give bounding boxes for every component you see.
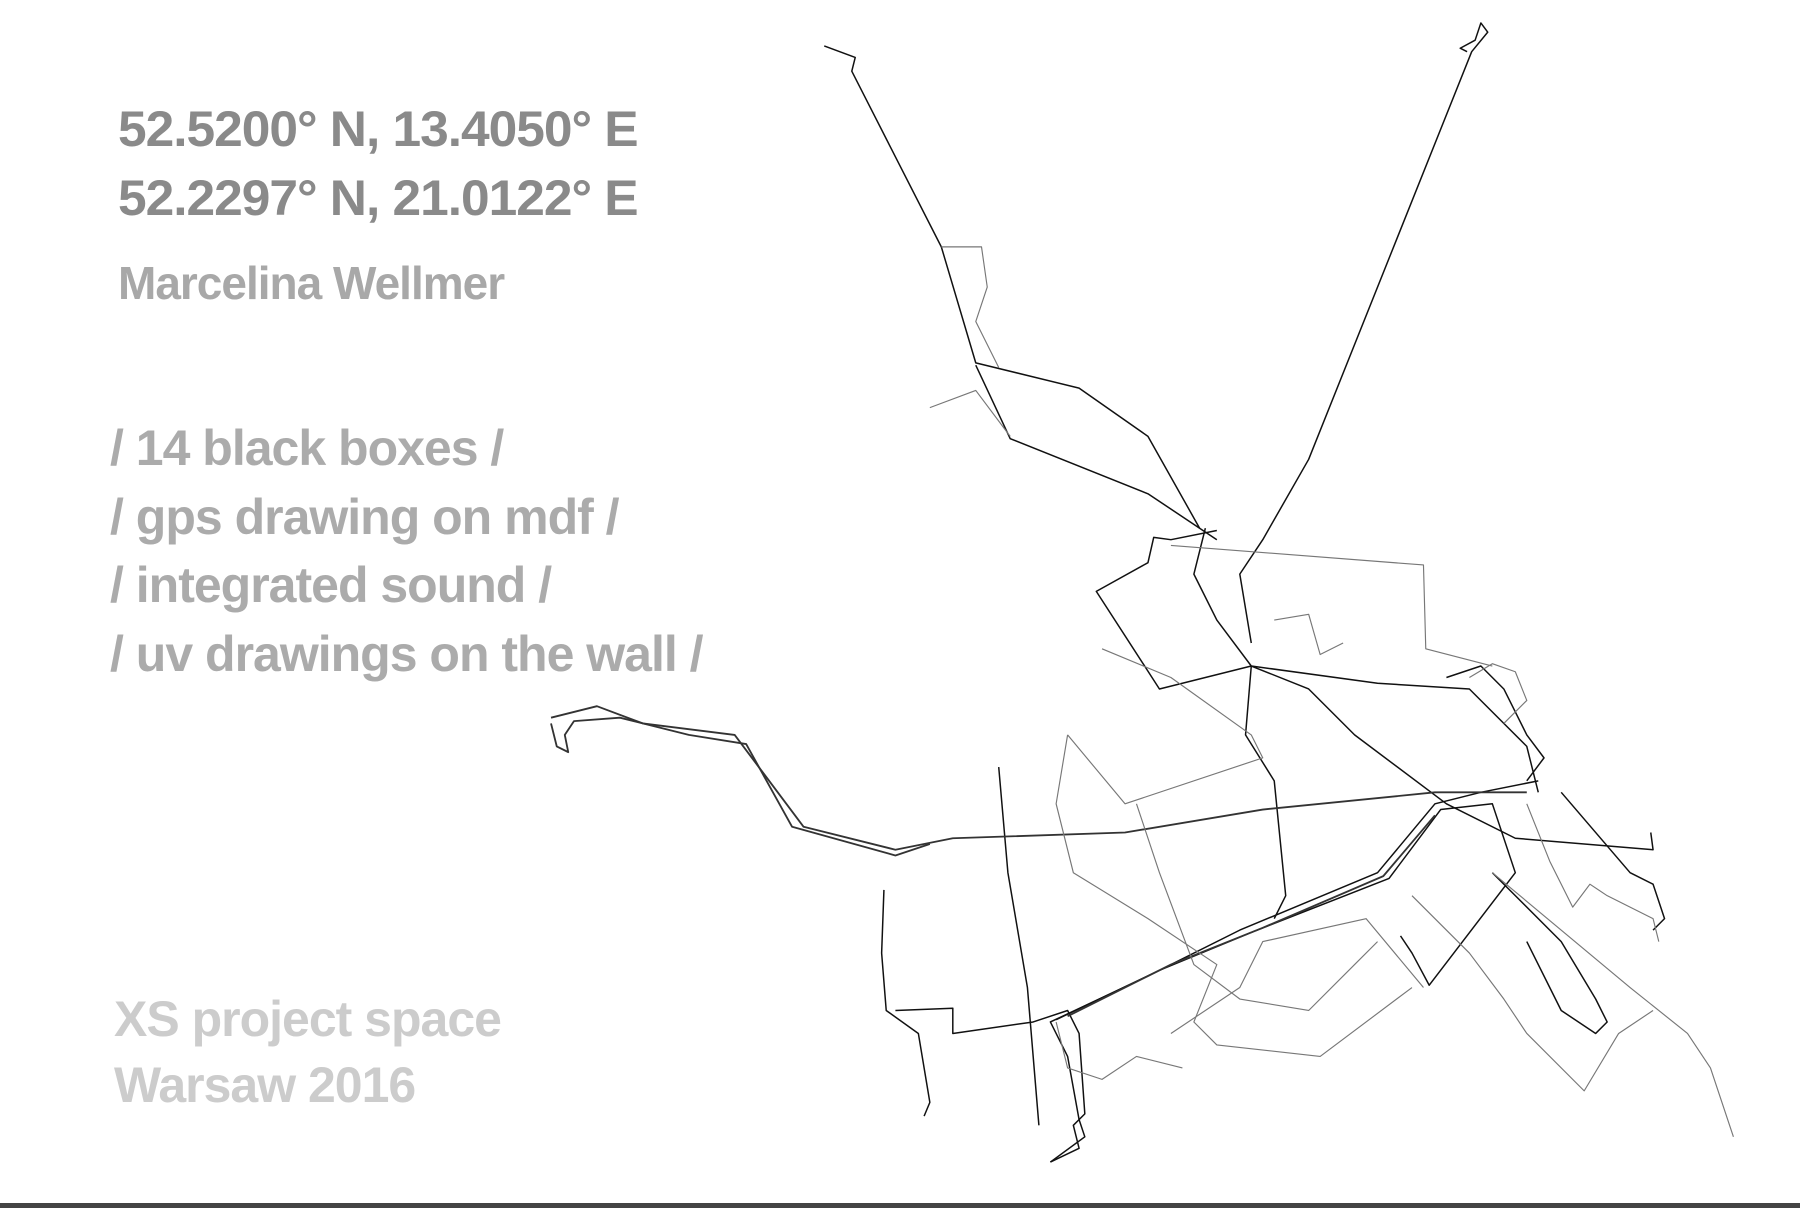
gps-track (929, 389, 1011, 437)
gps-track (1274, 613, 1344, 656)
gps-track (1491, 872, 1608, 1035)
venue-city-year: Warsaw 2016 (114, 1057, 416, 1113)
gps-track (823, 45, 1201, 529)
works-item: / integrated sound / (110, 557, 552, 613)
gps-track (1560, 791, 1666, 931)
gps-track (997, 766, 1040, 1126)
gps-track (1491, 872, 1734, 1137)
works-item: / 14 black boxes / (110, 420, 504, 476)
gps-track (880, 889, 931, 1117)
gps-track (1239, 22, 1489, 644)
gps-track (1244, 665, 1287, 919)
gps-track (1067, 648, 1264, 805)
bottom-border (0, 1203, 1800, 1208)
gps-track (550, 716, 931, 857)
gps-track (1055, 1021, 1183, 1080)
gps-track (550, 705, 1527, 851)
gps-track (1170, 544, 1493, 667)
gps-track (1469, 663, 1528, 724)
gps-track (1067, 814, 1436, 1018)
coordinates-warsaw: 52.2297° N, 21.0122° E (118, 170, 639, 226)
gps-track (1055, 734, 1413, 1057)
gps-track (941, 246, 1000, 368)
gps-track (1526, 803, 1660, 942)
gps-track (1135, 803, 1378, 1012)
coordinates-berlin: 52.5200° N, 13.4050° E (118, 101, 639, 157)
works-item: / gps drawing on mdf / (110, 489, 620, 545)
artist-name: Marcelina Wellmer (118, 257, 505, 309)
gps-track (1049, 780, 1539, 1163)
gps-track (1446, 665, 1545, 782)
gps-track (1193, 528, 1539, 793)
gps-track (1170, 918, 1424, 1034)
works-item: / uv drawings on the wall / (110, 626, 704, 682)
venue-name: XS project space (114, 991, 502, 1047)
gps-track (975, 364, 1218, 541)
gps-track (1411, 895, 1654, 1092)
gps-track (895, 1007, 1086, 1163)
